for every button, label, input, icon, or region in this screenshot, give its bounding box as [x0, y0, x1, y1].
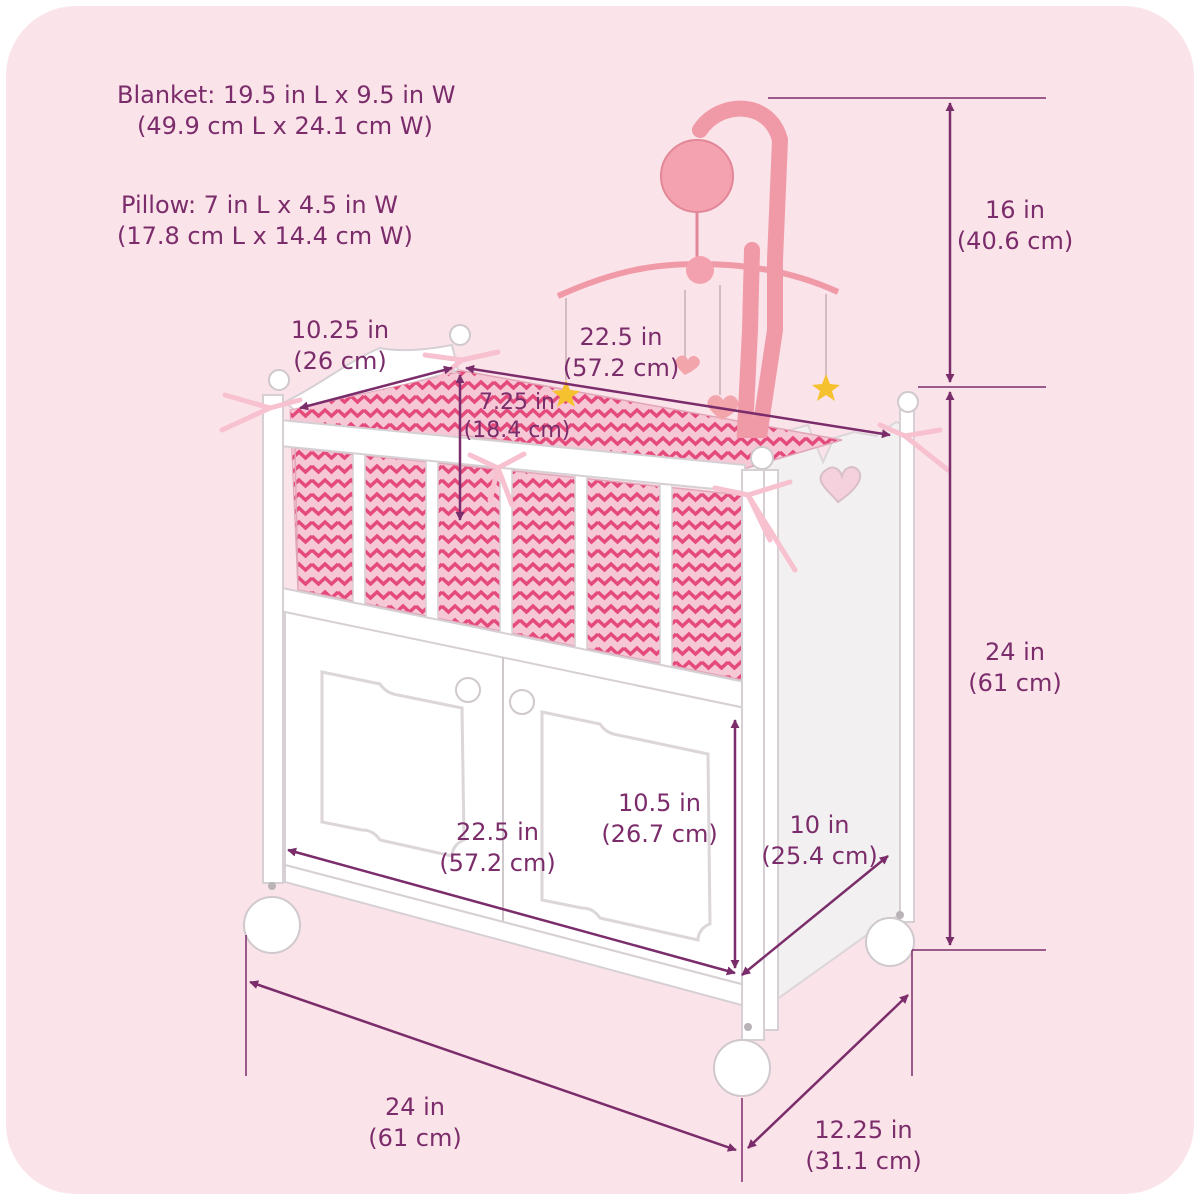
mobile-height-in: 16 in	[984, 196, 1046, 224]
post-finials	[268, 324, 919, 470]
cabinet-length-in: 22.5 in	[456, 818, 539, 846]
pillow-spec-line2: (17.8 cm L x 14.4 cm W)	[117, 222, 413, 250]
back-right-post	[899, 409, 915, 923]
front-left-post	[262, 394, 284, 884]
pillow-spec-line1: Pillow: 7 in L x 4.5 in W	[121, 191, 398, 219]
top-width-in: 10.25 in	[290, 316, 390, 344]
rail-height-in: 7.25 in	[478, 390, 556, 415]
crib-height-label: 24 in (61 cm)	[960, 637, 1070, 699]
mobile-height-cm: (40.6 cm)	[956, 227, 1074, 255]
heart-cutout	[819, 466, 861, 504]
top-length-in: 22.5 in	[579, 323, 663, 351]
blanket-spec-line2: (49.9 cm L x 24.1 cm W)	[137, 112, 433, 140]
music-box	[660, 139, 734, 213]
front-near-right-post	[741, 469, 765, 1041]
top-length-cm: (57.2 cm)	[562, 354, 680, 382]
crib-height-in: 24 in	[984, 638, 1046, 666]
right-door-knob	[509, 689, 535, 715]
crib-height-cm: (61 cm)	[968, 669, 1062, 697]
left-door-knob	[455, 677, 481, 703]
cabinet-height-label: 10.5 in (26.7 cm)	[592, 788, 727, 850]
top-width-label: 10.25 in (26 cm)	[280, 315, 400, 377]
left-door-panel	[320, 670, 466, 858]
blanket-spec-line1: Blanket: 19.5 in L x 9.5 in W	[117, 81, 456, 109]
rail-height-label: 7.25 in (18.4 cm)	[452, 389, 582, 445]
base-length-cm: (61 cm)	[368, 1124, 462, 1152]
ribbon-bows	[219, 349, 951, 573]
base-depth-in: 12.25 in	[814, 1116, 913, 1144]
blanket-spec: Blanket: 19.5 in L x 9.5 in W (49.9 cm L…	[117, 80, 455, 142]
mobile-hub	[686, 256, 714, 284]
base-length-in: 24 in	[384, 1093, 446, 1121]
base-depth-label: 12.25 in (31.1 cm)	[796, 1115, 931, 1177]
base-length-label: 24 in (61 cm)	[355, 1092, 475, 1154]
cabinet-height-in: 10.5 in	[618, 789, 701, 817]
mobile-height-label: 16 in (40.6 cm)	[955, 195, 1075, 257]
top-width-cm: (26 cm)	[293, 347, 387, 375]
cabinet-depth-label: 10 in (25.4 cm)	[752, 810, 887, 872]
dimension-lines	[245, 97, 1046, 1182]
cabinet-length-cm: (57.2 cm)	[439, 849, 556, 877]
cabinet-height-cm: (26.7 cm)	[601, 820, 718, 848]
cabinet-length-label: 22.5 in (57.2 cm)	[430, 817, 565, 879]
cabinet-depth-in: 10 in	[789, 811, 850, 839]
base-depth-cm: (31.1 cm)	[805, 1147, 922, 1175]
pillow-spec: Pillow: 7 in L x 4.5 in W (17.8 cm L x 1…	[117, 190, 413, 252]
rail-height-cm: (18.4 cm)	[463, 418, 571, 443]
top-length-label: 22.5 in (57.2 cm)	[556, 322, 686, 384]
cabinet-depth-cm: (25.4 cm)	[761, 842, 878, 870]
